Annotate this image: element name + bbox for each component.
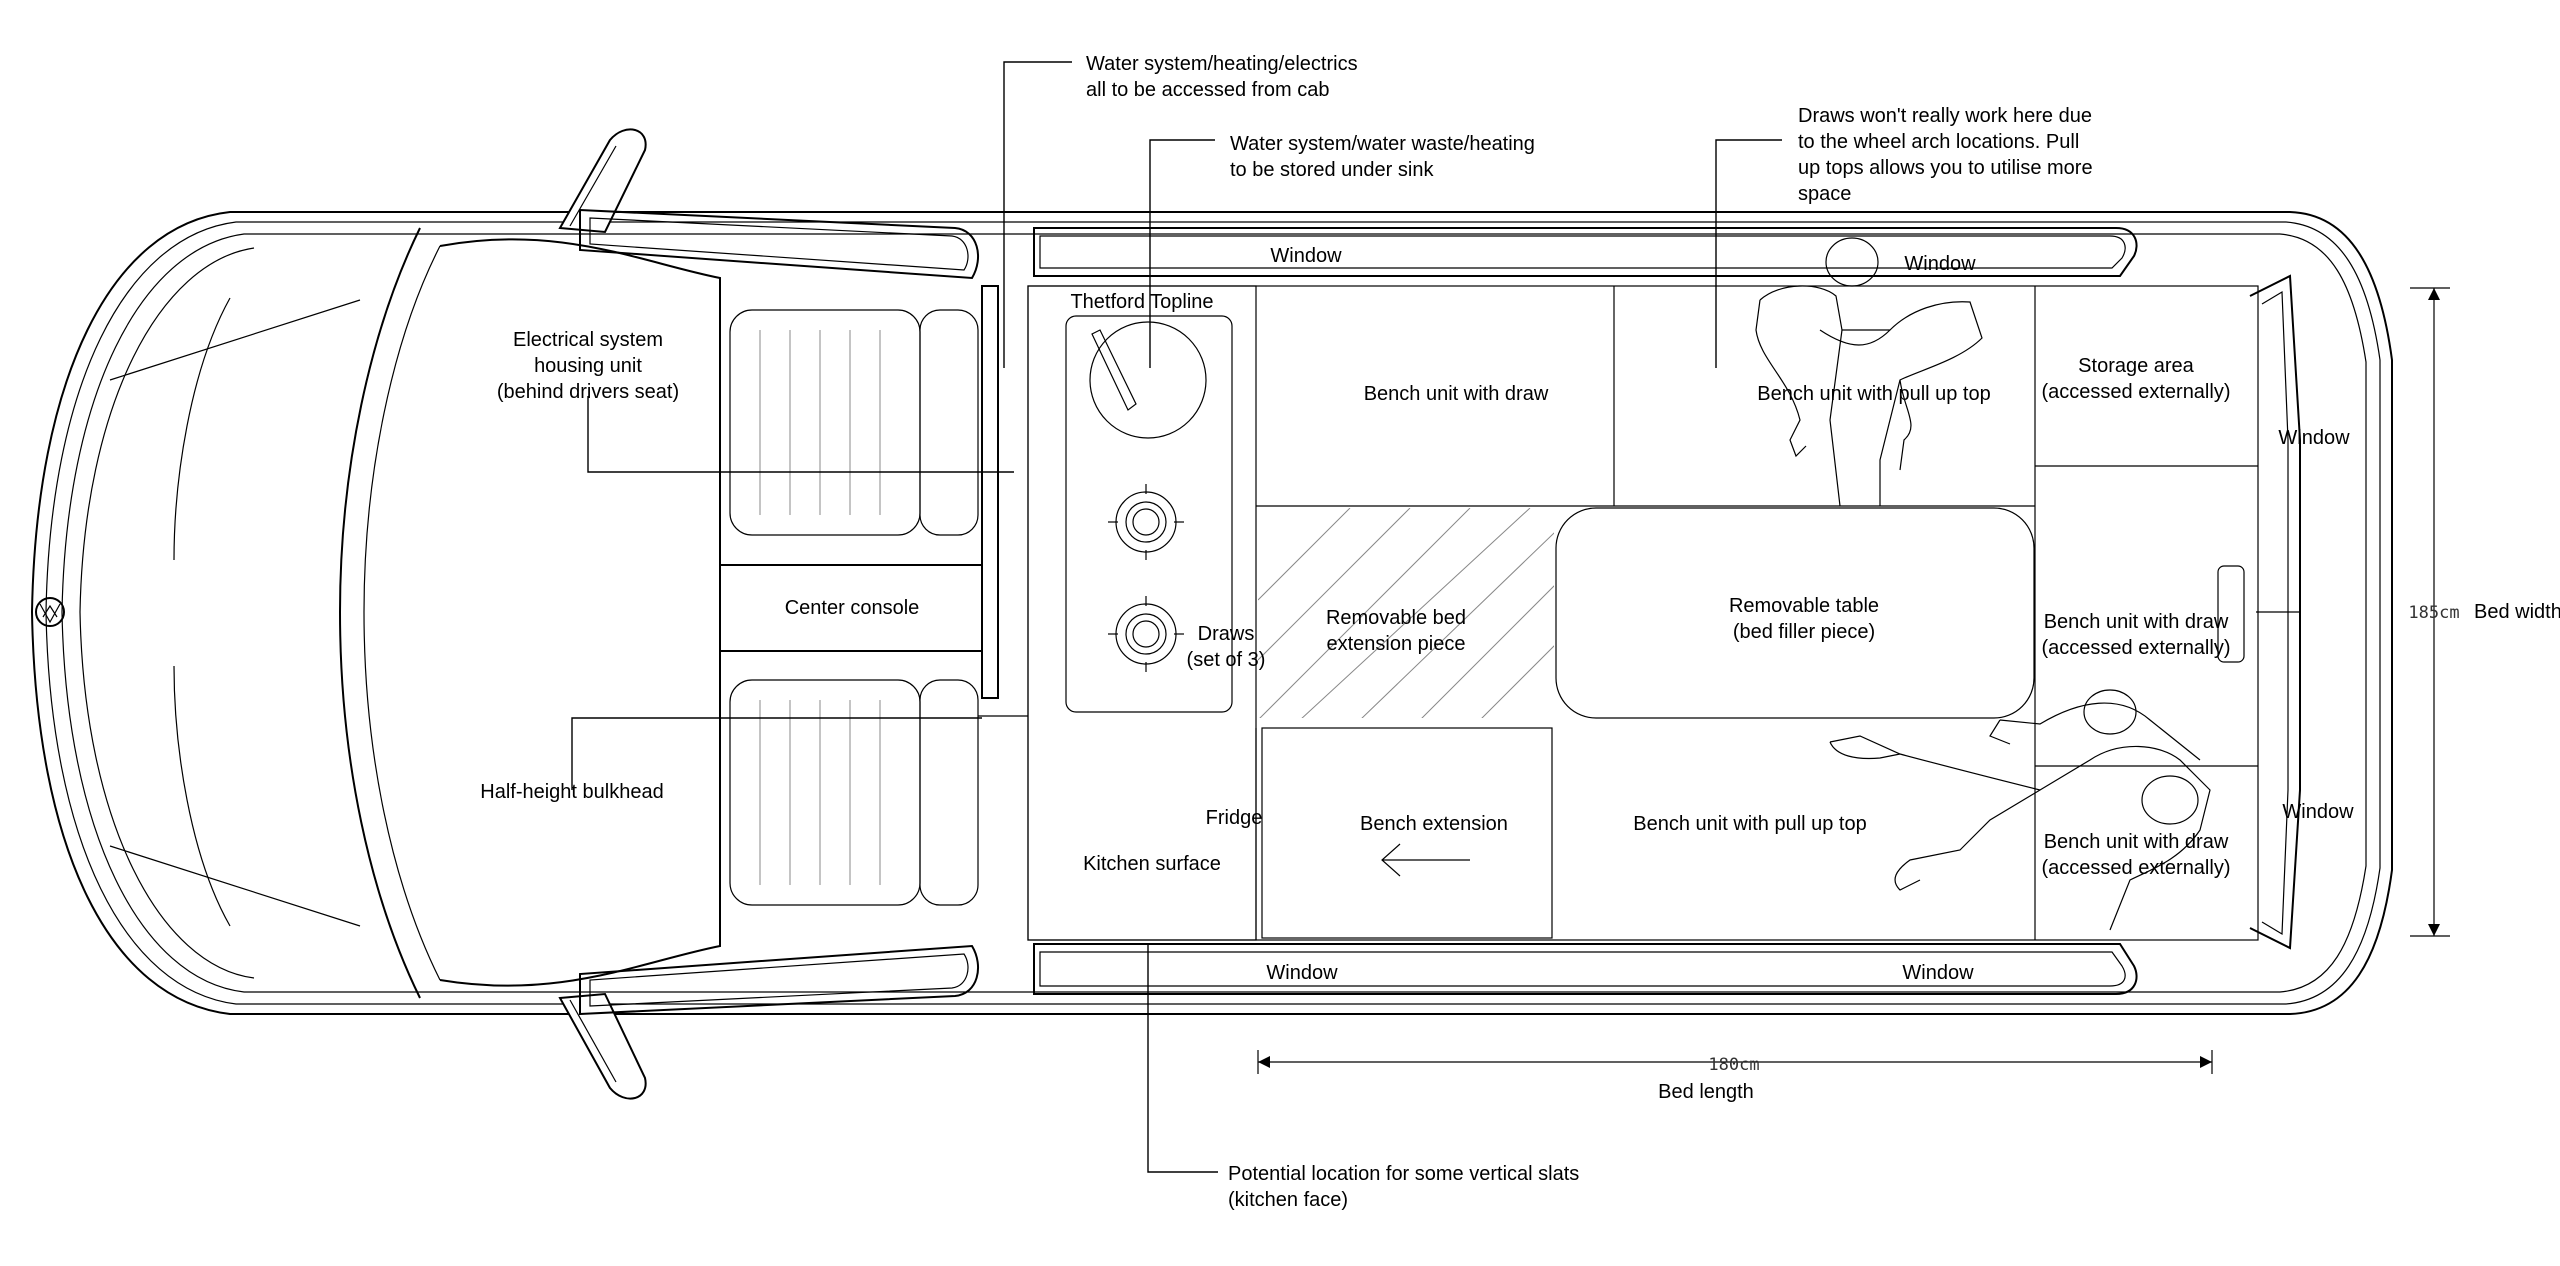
passenger-seat (729, 679, 921, 906)
label-draws-line2: (set of 3) (1187, 649, 1266, 671)
dimension-bed-length (1257, 1050, 2213, 1074)
label-bench-draw-ext-a-line2: (accessed externally) (2042, 637, 2231, 659)
annotation-draws-note-line2: to the wheel arch locations. Pull (1798, 131, 2079, 153)
label-electrical-line1: Electrical system (513, 329, 663, 351)
label-electrical-line2: housing unit (534, 355, 642, 377)
diagram-labels: Window Window Window Window Window Windo… (480, 245, 2354, 984)
label-bench-draw-ext-b-line1: Bench unit with draw (2044, 831, 2229, 853)
label-draws-line1: Draws (1198, 623, 1255, 645)
removable-table (1555, 507, 2035, 719)
label-removable-bed-line2: extension piece (1327, 633, 1466, 655)
person-figure-bottom (1829, 689, 2211, 931)
driver-seat (729, 309, 921, 536)
label-window-rear-bottom: Window (2282, 801, 2354, 823)
annotation-slats-line1: Potential location for some vertical sla… (1228, 1163, 1579, 1185)
label-fridge: Fridge (1206, 807, 1263, 829)
label-window-bottom-left: Window (1266, 962, 1338, 984)
annotation-water-electrics-line2: all to be accessed from cab (1086, 79, 1329, 101)
window-bottom (1033, 943, 2138, 995)
bulkhead (981, 285, 999, 699)
annotation-draws-note-line1: Draws won't really work here due (1798, 105, 2092, 127)
bed-width-label: Bed width (2474, 601, 2560, 623)
label-window-top-left: Window (1270, 245, 1342, 267)
label-kitchen-surface: Kitchen surface (1083, 853, 1221, 875)
label-bench-draw-ext-a-line1: Bench unit with draw (2044, 611, 2229, 633)
annotation-draws-note-line4: space (1798, 183, 1851, 205)
hob-sink-unit (1065, 315, 1233, 713)
annotation-slats-line2: (kitchen face) (1228, 1189, 1348, 1211)
annotation-water-electrics-line1: Water system/heating/electrics (1086, 53, 1358, 75)
hob-burner-2 (1108, 596, 1184, 672)
label-half-height-bulkhead: Half-height bulkhead (480, 781, 663, 803)
label-bench-pullup-bottom: Bench unit with pull up top (1633, 813, 1867, 835)
dimension-labels: 185cm Bed width 180cm Bed length (1658, 601, 2560, 1103)
interior-layout (579, 208, 2301, 1016)
label-removable-table-line2: (bed filler piece) (1733, 621, 1875, 643)
van-body-outline (30, 128, 2393, 1100)
annotations: Water system/heating/electrics all to be… (1086, 53, 2093, 1211)
person-figure-top (1755, 237, 1983, 507)
bed-width-value: 185cm (2408, 603, 2459, 623)
label-removable-bed-line1: Removable bed (1326, 607, 1466, 629)
label-thetford-topline: Thetford Topline (1070, 291, 1213, 313)
dimension-bed-width (2410, 287, 2450, 937)
label-bench-pullup-top: Bench unit with pull up top (1757, 383, 1991, 405)
bed-length-label: Bed length (1658, 1081, 1754, 1103)
window-top (1033, 227, 2138, 277)
annotation-draws-note-line3: up tops allows you to utilise more (1798, 157, 2093, 179)
hob-burner-1 (1108, 484, 1184, 560)
label-window-rear-top: Window (2278, 427, 2350, 449)
label-center-console: Center console (785, 597, 920, 619)
label-bench-extension: Bench extension (1360, 813, 1508, 835)
label-bench-unit-draw: Bench unit with draw (1364, 383, 1549, 405)
bed-extension-hatching (1258, 508, 1554, 718)
label-removable-table-line1: Removable table (1729, 595, 1879, 617)
leader-lines (571, 61, 1782, 1173)
sink (1089, 321, 1207, 439)
label-window-bottom-right: Window (1902, 962, 1974, 984)
label-electrical-line3: (behind drivers seat) (497, 381, 679, 403)
label-storage-line1: Storage area (2078, 355, 2195, 377)
annotation-water-waste-line1: Water system/water waste/heating (1230, 133, 1535, 155)
bench-extension (1261, 727, 1553, 939)
bed-length-value: 180cm (1708, 1055, 1759, 1075)
label-bench-draw-ext-b-line2: (accessed externally) (2042, 857, 2231, 879)
label-window-top-right: Window (1904, 253, 1976, 275)
annotation-water-waste-line2: to be stored under sink (1230, 159, 1434, 181)
kitchen-unit (1027, 285, 1257, 941)
label-storage-line2: (accessed externally) (2042, 381, 2231, 403)
